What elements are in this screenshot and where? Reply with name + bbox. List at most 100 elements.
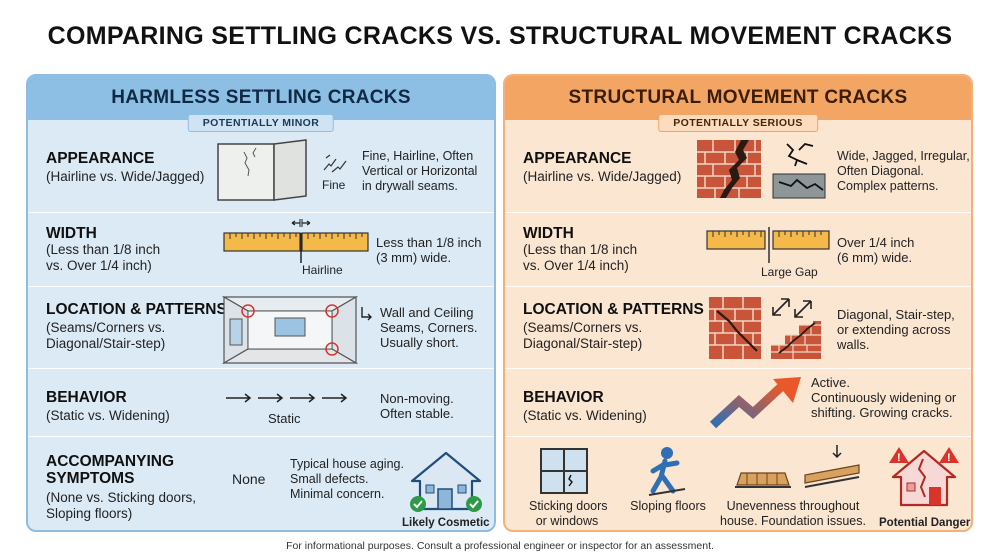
desc-line: Minimal concern.: [290, 487, 385, 501]
cracked-brick-wall-icon: [697, 140, 761, 198]
sub-line: (Less than 1/8 inch: [46, 242, 161, 257]
row-title: APPEARANCE: [46, 150, 155, 167]
row-subtitle: (Seams/Corners vs. Diagonal/Stair-step): [46, 320, 165, 352]
hairline-wall-crack-icon: [217, 139, 307, 201]
sinking-foundation-icon: [804, 445, 860, 488]
width-caption: Large Gap: [761, 265, 818, 279]
caption-line: or windows: [535, 514, 599, 528]
svg-text:!: !: [897, 452, 901, 464]
desc-line: Typical house aging.: [290, 457, 404, 471]
desc-line: Usually short.: [380, 335, 459, 350]
sub-line: vs. Over 1/4 inch): [46, 258, 152, 273]
structural-cracks-panel: STRUCTURAL MOVEMENT CRACKS POTENTIALLY S…: [503, 74, 973, 532]
row-title: BEHAVIOR: [46, 389, 127, 406]
desc-line: Continuously widening or: [811, 390, 957, 405]
desc-line: Over 1/4 inch: [837, 235, 915, 250]
row-subtitle: (Seams/Corners vs. Diagonal/Stair-step): [523, 320, 642, 352]
settling-behavior-row: BEHAVIOR (Static vs. Widening) Static No…: [28, 368, 494, 436]
symptoms-value: None: [232, 471, 266, 487]
caption-line: Unevenness throughout: [726, 499, 860, 513]
desc-line: Seams, Corners.: [380, 320, 478, 335]
row-subtitle: (Less than 1/8 inch vs. Over 1/4 inch): [523, 242, 637, 274]
settling-symptoms-row: ACCOMPANYING SYMPTOMS (None vs. Sticking…: [28, 436, 494, 530]
desc-line: Complex patterns.: [837, 179, 939, 193]
desc-line: (3 mm) wide.: [376, 250, 452, 265]
large-gap-ruler-icon: [706, 227, 830, 263]
structural-width-row: WIDTH (Less than 1/8 inch vs. Over 1/4 i…: [505, 212, 971, 286]
cracked-slab-icon: [772, 143, 826, 199]
row-subtitle: (Less than 1/8 inch vs. Over 1/4 inch): [46, 242, 160, 274]
desc-line: Non-moving.: [380, 391, 454, 406]
sub-line: vs. Over 1/4 inch): [523, 258, 629, 273]
likely-cosmetic-caption: Likely Cosmetic: [402, 517, 490, 529]
person-falling-icon: [648, 447, 686, 496]
settling-width-row: WIDTH (Less than 1/8 inch vs. Over 1/4 i…: [28, 212, 494, 286]
desc-line: shifting. Growing cracks.: [811, 405, 953, 420]
room-corners-icon: [221, 295, 359, 365]
page-title: COMPARING SETTLING CRACKS VS. STRUCTURAL…: [47, 22, 953, 50]
width-desc: Over 1/4 inch (6 mm) wide.: [837, 235, 914, 265]
row-title: APPEARANCE: [523, 150, 632, 167]
desc-line: (6 mm) wide.: [837, 250, 913, 265]
title-line: ACCOMPANYING: [46, 453, 175, 470]
desc-line: Diagonal, Stair-step,: [837, 307, 955, 322]
settling-panel-heading: HARMLESS SETTLING CRACKS: [28, 76, 494, 120]
sub-line: (Seams/Corners vs.: [523, 320, 643, 335]
fine-crack-icon: [323, 154, 347, 173]
behavior-caption: Static: [268, 411, 301, 426]
sub-line: (Seams/Corners vs.: [46, 320, 166, 335]
row-subtitle: (Static vs. Widening): [523, 408, 647, 423]
settling-appearance-row: APPEARANCE (Hairline vs. Wide/Jagged) Fi…: [28, 132, 494, 212]
row-subtitle: (Hairline vs. Wide/Jagged): [523, 169, 682, 184]
desc-line: Less than 1/8 inch: [376, 235, 482, 250]
behavior-desc: Non-moving. Often stable.: [380, 391, 454, 421]
desc-line: in drywall seams.: [362, 179, 458, 193]
structural-behavior-row: BEHAVIOR (Static vs. Widening) Active. C…: [505, 368, 971, 436]
danger-house-icon: ! !: [889, 447, 959, 507]
sub-line: Sloping floors): [46, 506, 133, 521]
sticking-doors-caption: Sticking doors or windows: [529, 499, 608, 529]
sub-line: Diagonal/Stair-step): [523, 336, 643, 351]
hairline-ruler-icon: [223, 219, 369, 263]
row-subtitle: (None vs. Sticking doors, Sloping floors…: [46, 490, 196, 522]
caption-line: Sticking doors: [529, 499, 608, 513]
structural-symptoms-row: Sticking doors or windows Sloping floors…: [505, 436, 971, 530]
behavior-desc: Active. Continuously widening or shiftin…: [811, 375, 956, 420]
location-desc: Wall and Ceiling Seams, Corners. Usually…: [380, 305, 478, 350]
row-title: LOCATION & PATTERNS: [523, 301, 704, 318]
desc-line: Often stable.: [380, 406, 454, 421]
widening-trend-arrow-icon: [709, 377, 801, 429]
structural-appearance-row: APPEARANCE (Hairline vs. Wide/Jagged) Wi…: [505, 132, 971, 212]
row-title: BEHAVIOR: [523, 389, 604, 406]
row-title: ACCOMPANYING SYMPTOMS: [46, 453, 174, 487]
uneven-floor-icon: [735, 472, 791, 488]
house-checkmark-icon: [410, 451, 482, 512]
location-desc: Diagonal, Stair-step, or extending acros…: [837, 307, 955, 352]
appearance-desc: Wide, Jagged, Irregular, Often Diagonal.…: [837, 149, 970, 194]
desc-line: Active.: [811, 375, 851, 390]
sticking-window-icon: [540, 448, 588, 494]
caption-line: Sloping floors: [630, 499, 706, 513]
desc-line: Small defects.: [290, 472, 369, 486]
settling-location-row: LOCATION & PATTERNS (Seams/Corners vs. D…: [28, 286, 494, 368]
desc-line: Often Diagonal.: [837, 164, 924, 178]
sub-line: (None vs. Sticking doors,: [46, 490, 197, 505]
width-desc: Less than 1/8 inch (3 mm) wide.: [376, 235, 482, 265]
desc-line: Vertical or Horizontal: [362, 164, 478, 178]
svg-text:!: !: [947, 452, 951, 464]
desc-line: Wide, Jagged, Irregular,: [837, 149, 970, 163]
stair-step-crack-icon: [771, 298, 821, 359]
desc-line: walls.: [837, 337, 870, 352]
potential-danger-caption: Potential Danger: [879, 517, 971, 529]
appearance-caption: Fine: [322, 178, 346, 192]
diagonal-brick-crack-icon: [709, 297, 761, 359]
sloping-floors-caption: Sloping floors: [623, 499, 713, 514]
appearance-desc: Fine, Hairline, Often Vertical or Horizo…: [362, 149, 477, 194]
structural-severity-badge: POTENTIALLY SERIOUS: [658, 114, 818, 132]
unevenness-caption: Unevenness throughout house. Foundation …: [719, 499, 867, 529]
disclaimer-footer: For informational purposes. Consult a pr…: [286, 540, 714, 552]
settling-cracks-panel: HARMLESS SETTLING CRACKS POTENTIALLY MIN…: [26, 74, 496, 532]
symptoms-desc: Typical house aging. Small defects. Mini…: [290, 457, 404, 502]
width-caption: Hairline: [302, 263, 343, 277]
caption-line: house. Foundation issues.: [720, 514, 866, 528]
